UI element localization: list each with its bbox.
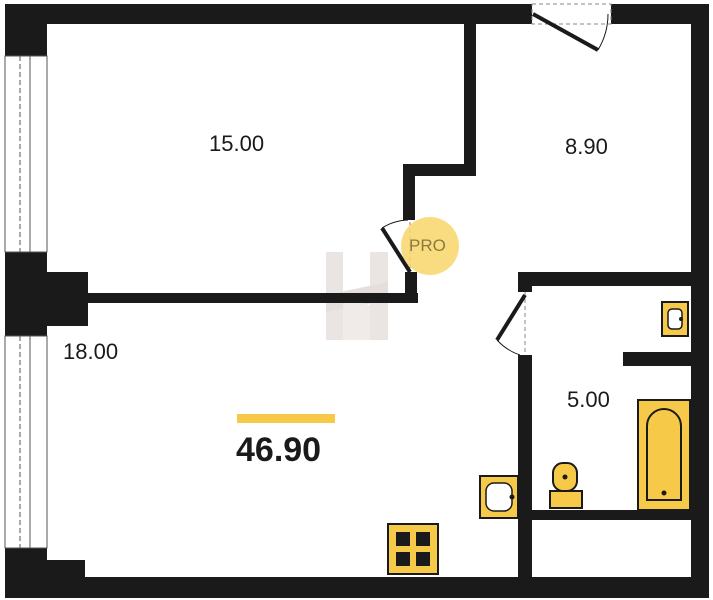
room-area-label: 18.00 <box>63 339 119 364</box>
room-area-label: 8.90 <box>565 134 608 159</box>
pro-badge <box>401 217 459 275</box>
accent-bar <box>237 414 335 423</box>
stove-icon <box>387 523 439 575</box>
outer-walls <box>5 4 709 598</box>
watermark-logo <box>326 252 388 340</box>
interior-walls <box>85 20 695 578</box>
bathtub-icon <box>637 399 691 511</box>
total-area-label: 46.90 <box>236 431 322 469</box>
room-area-label: 15.00 <box>209 131 265 156</box>
pro-badge-label: PRO <box>409 236 446 255</box>
sink-icon <box>661 301 689 337</box>
toilet-icon <box>549 462 583 509</box>
room-area-label: 5.00 <box>567 387 610 412</box>
sink-icon <box>479 475 519 519</box>
window-icon <box>4 55 48 549</box>
door-swing-icon <box>531 3 612 52</box>
door-swing-icon <box>495 292 527 356</box>
